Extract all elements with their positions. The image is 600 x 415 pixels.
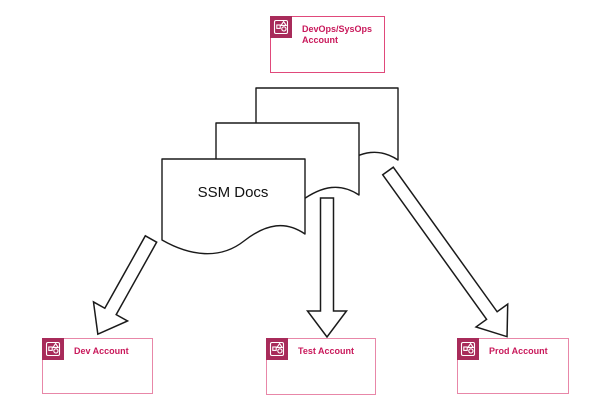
ssm-docs-label: SSM Docs	[197, 184, 269, 201]
dev-account-label: Dev Account	[74, 346, 129, 356]
arrow-to-prod-account	[381, 166, 509, 338]
test-account-node: Test Account	[266, 338, 376, 395]
aws-account-icon	[266, 338, 288, 360]
dev-account-node: Dev Account	[42, 338, 153, 394]
aws-account-icon	[42, 338, 64, 360]
aws-account-icon	[457, 338, 479, 360]
devops-sysops-account-node: DevOps/SysOps Account	[270, 16, 385, 73]
document-shape-front	[161, 158, 306, 255]
prod-account-label: Prod Account	[489, 346, 548, 356]
arrow-to-dev-account	[92, 234, 158, 336]
test-account-label: Test Account	[298, 346, 355, 356]
prod-account-node: Prod Account	[457, 338, 569, 394]
aws-account-icon	[270, 16, 292, 38]
devops-sysops-account-label: DevOps/SysOps Account	[302, 24, 373, 45]
arrow-to-test-account	[306, 197, 348, 339]
